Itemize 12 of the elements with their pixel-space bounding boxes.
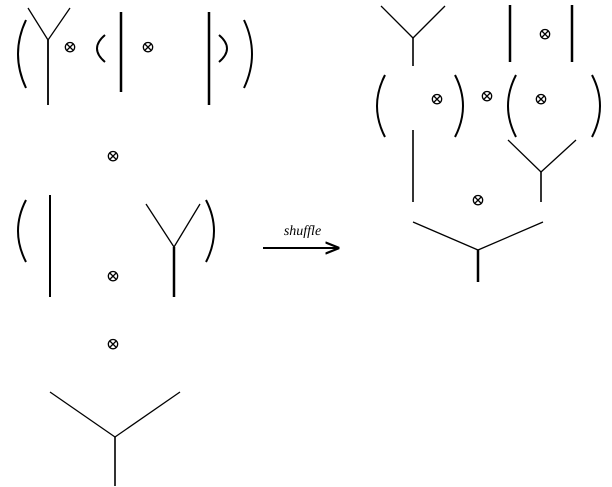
tensor-symbol: ⊗ (62, 40, 78, 56)
tensor-symbol: ⊗ (534, 92, 548, 108)
tensor-symbol: ⊗ (430, 92, 444, 108)
tensor-symbol: ⊗ (140, 40, 156, 56)
tensor-symbol: ⊗ (106, 336, 120, 354)
tensor-symbol: ⊗ (538, 26, 552, 44)
tensor-symbol: ⊗ (106, 268, 120, 286)
edge-label: shuffle (282, 224, 324, 240)
tensor-symbol: ⊗ (470, 192, 486, 210)
tensor-symbol: ⊗ (480, 88, 494, 106)
arrow (263, 241, 340, 255)
tensor-symbol: ⊗ (106, 148, 120, 166)
